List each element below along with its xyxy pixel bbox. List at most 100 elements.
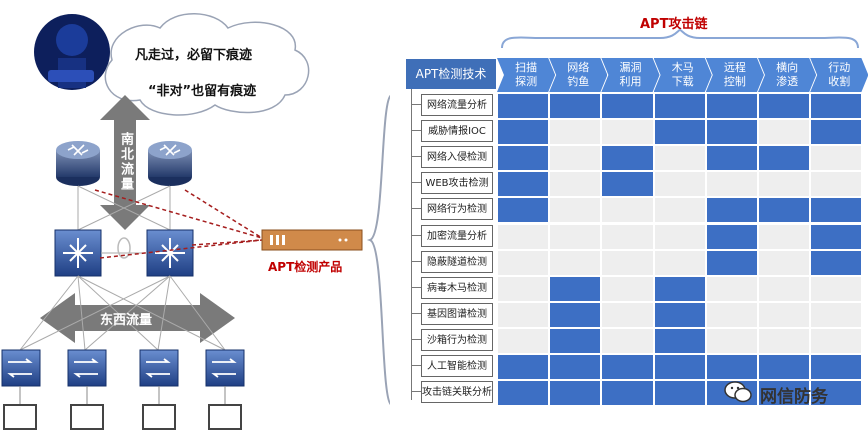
matrix-cell-covered	[549, 354, 602, 381]
matrix-cell-covered	[653, 327, 706, 354]
matrix-cell-empty	[497, 249, 550, 276]
matrix-cell-empty	[549, 197, 602, 224]
matrix-cell-covered	[705, 119, 758, 146]
matrix-cell-empty	[653, 145, 706, 172]
attack-stage-label: 漏洞利用	[619, 61, 642, 88]
detection-tech-label: 病毒木马检测	[421, 276, 493, 299]
row-label-connector	[411, 286, 421, 288]
row-label-connector	[411, 234, 421, 236]
watermark-text: 网信防务	[760, 387, 828, 407]
matrix-cell-empty	[810, 171, 863, 198]
detection-tech-label: WEB攻击检测	[421, 172, 493, 195]
matrix-cell-covered	[705, 145, 758, 172]
matrix-cell-covered	[705, 93, 758, 120]
matrix-cell-empty	[549, 119, 602, 146]
matrix-cell-empty	[758, 223, 811, 250]
matrix-cell-empty	[549, 249, 602, 276]
matrix-cell-empty	[549, 145, 602, 172]
matrix-cell-covered	[758, 354, 811, 381]
mirror-traffic-lines	[94, 189, 263, 259]
matrix-cell-empty	[497, 223, 550, 250]
matrix-cell-covered	[705, 249, 758, 276]
matrix-cell-covered	[810, 223, 863, 250]
cloud-text-line1: 凡走过，必留下痕迹	[135, 48, 253, 63]
matrix-cell-covered	[653, 93, 706, 120]
matrix-cell-covered	[497, 145, 550, 172]
wechat-icon	[724, 380, 752, 404]
terminal-icon	[3, 404, 37, 430]
matrix-cell-empty	[549, 171, 602, 198]
matrix-cell-empty	[758, 275, 811, 302]
attack-chain-brace	[501, 28, 859, 49]
detection-tech-label: 网络入侵检测	[421, 146, 493, 169]
matrix-cell-empty	[653, 249, 706, 276]
router-icon	[56, 141, 100, 186]
attack-stage-6: 横向渗透	[758, 58, 817, 92]
detection-tech-label: 攻击链关联分析	[421, 381, 493, 404]
row-label-connector	[411, 104, 421, 105]
matrix-cell-covered	[497, 354, 550, 381]
attack-stage-label: 远程控制	[723, 61, 746, 88]
detection-tech-label: 基因图谱检测	[421, 302, 493, 325]
matrix-cell-covered	[810, 249, 863, 276]
matrix-cell-covered	[497, 171, 550, 198]
router-icon	[148, 141, 192, 186]
detection-tech-label: 加密流量分析	[421, 224, 493, 247]
detection-tech-label: 威胁情报IOC	[421, 120, 493, 143]
matrix-cell-covered	[653, 301, 706, 328]
matrix-cell-covered	[601, 380, 654, 407]
matrix-cell-covered	[497, 197, 550, 224]
matrix-cell-covered	[601, 171, 654, 198]
matrix-cell-empty	[705, 275, 758, 302]
matrix-cell-empty	[601, 197, 654, 224]
matrix-cell-covered	[497, 380, 550, 407]
terminal-icon	[70, 404, 104, 430]
row-label-connector	[411, 156, 421, 158]
matrix-cell-empty	[653, 223, 706, 250]
terminal-icon	[208, 404, 242, 430]
row-label-connector	[411, 391, 421, 393]
attack-stage-3: 漏洞利用	[601, 58, 660, 92]
core-switch-icon	[146, 229, 194, 277]
attack-stage-1: 扫描探测	[497, 58, 556, 92]
matrix-cell-empty	[705, 301, 758, 328]
access-switch-icon	[67, 349, 107, 387]
north-south-label: 南北流量	[118, 132, 133, 192]
matrix-cell-covered	[653, 119, 706, 146]
matrix-cell-empty	[549, 223, 602, 250]
north-south-arrow	[100, 95, 150, 230]
matrix-cell-covered	[758, 380, 811, 407]
detection-tech-label: 隐蔽隧道检测	[421, 250, 493, 273]
access-switch-icon	[139, 349, 179, 387]
matrix-cell-empty	[497, 327, 550, 354]
cloud-shape	[104, 13, 310, 116]
row-label-connector	[411, 208, 421, 210]
matrix-cell-empty	[601, 301, 654, 328]
attack-stage-5: 远程控制	[705, 58, 764, 92]
attack-stage-2: 网络钓鱼	[549, 58, 608, 92]
attack-stage-label: 行动收割	[828, 61, 851, 88]
matrix-cell-empty	[497, 275, 550, 302]
matrix-cell-empty	[810, 301, 863, 328]
matrix-cell-empty	[705, 171, 758, 198]
matrix-cell-covered	[653, 275, 706, 302]
detection-tech-label: 网络流量分析	[421, 94, 493, 116]
matrix-cell-empty	[601, 275, 654, 302]
matrix-cell-empty	[653, 197, 706, 224]
matrix-cell-empty	[810, 275, 863, 302]
matrix-cell-covered	[653, 380, 706, 407]
brace-connector	[366, 95, 390, 405]
row-label-connector	[411, 182, 421, 184]
attack-stage-label: 木马下载	[671, 61, 694, 88]
row-label-spine	[411, 89, 412, 401]
matrix-cell-empty	[810, 145, 863, 172]
matrix-cell-empty	[758, 327, 811, 354]
attack-stage-label: 横向渗透	[776, 61, 799, 88]
attack-stage-label: 扫描探测	[515, 61, 538, 88]
terminal-icon	[142, 404, 176, 430]
matrix-cell-covered	[497, 119, 550, 146]
cloud-text-line2: “非对”也留有痕迹	[148, 84, 257, 99]
matrix-cell-empty	[810, 327, 863, 354]
matrix-cell-covered	[549, 275, 602, 302]
matrix-cell-empty	[601, 223, 654, 250]
